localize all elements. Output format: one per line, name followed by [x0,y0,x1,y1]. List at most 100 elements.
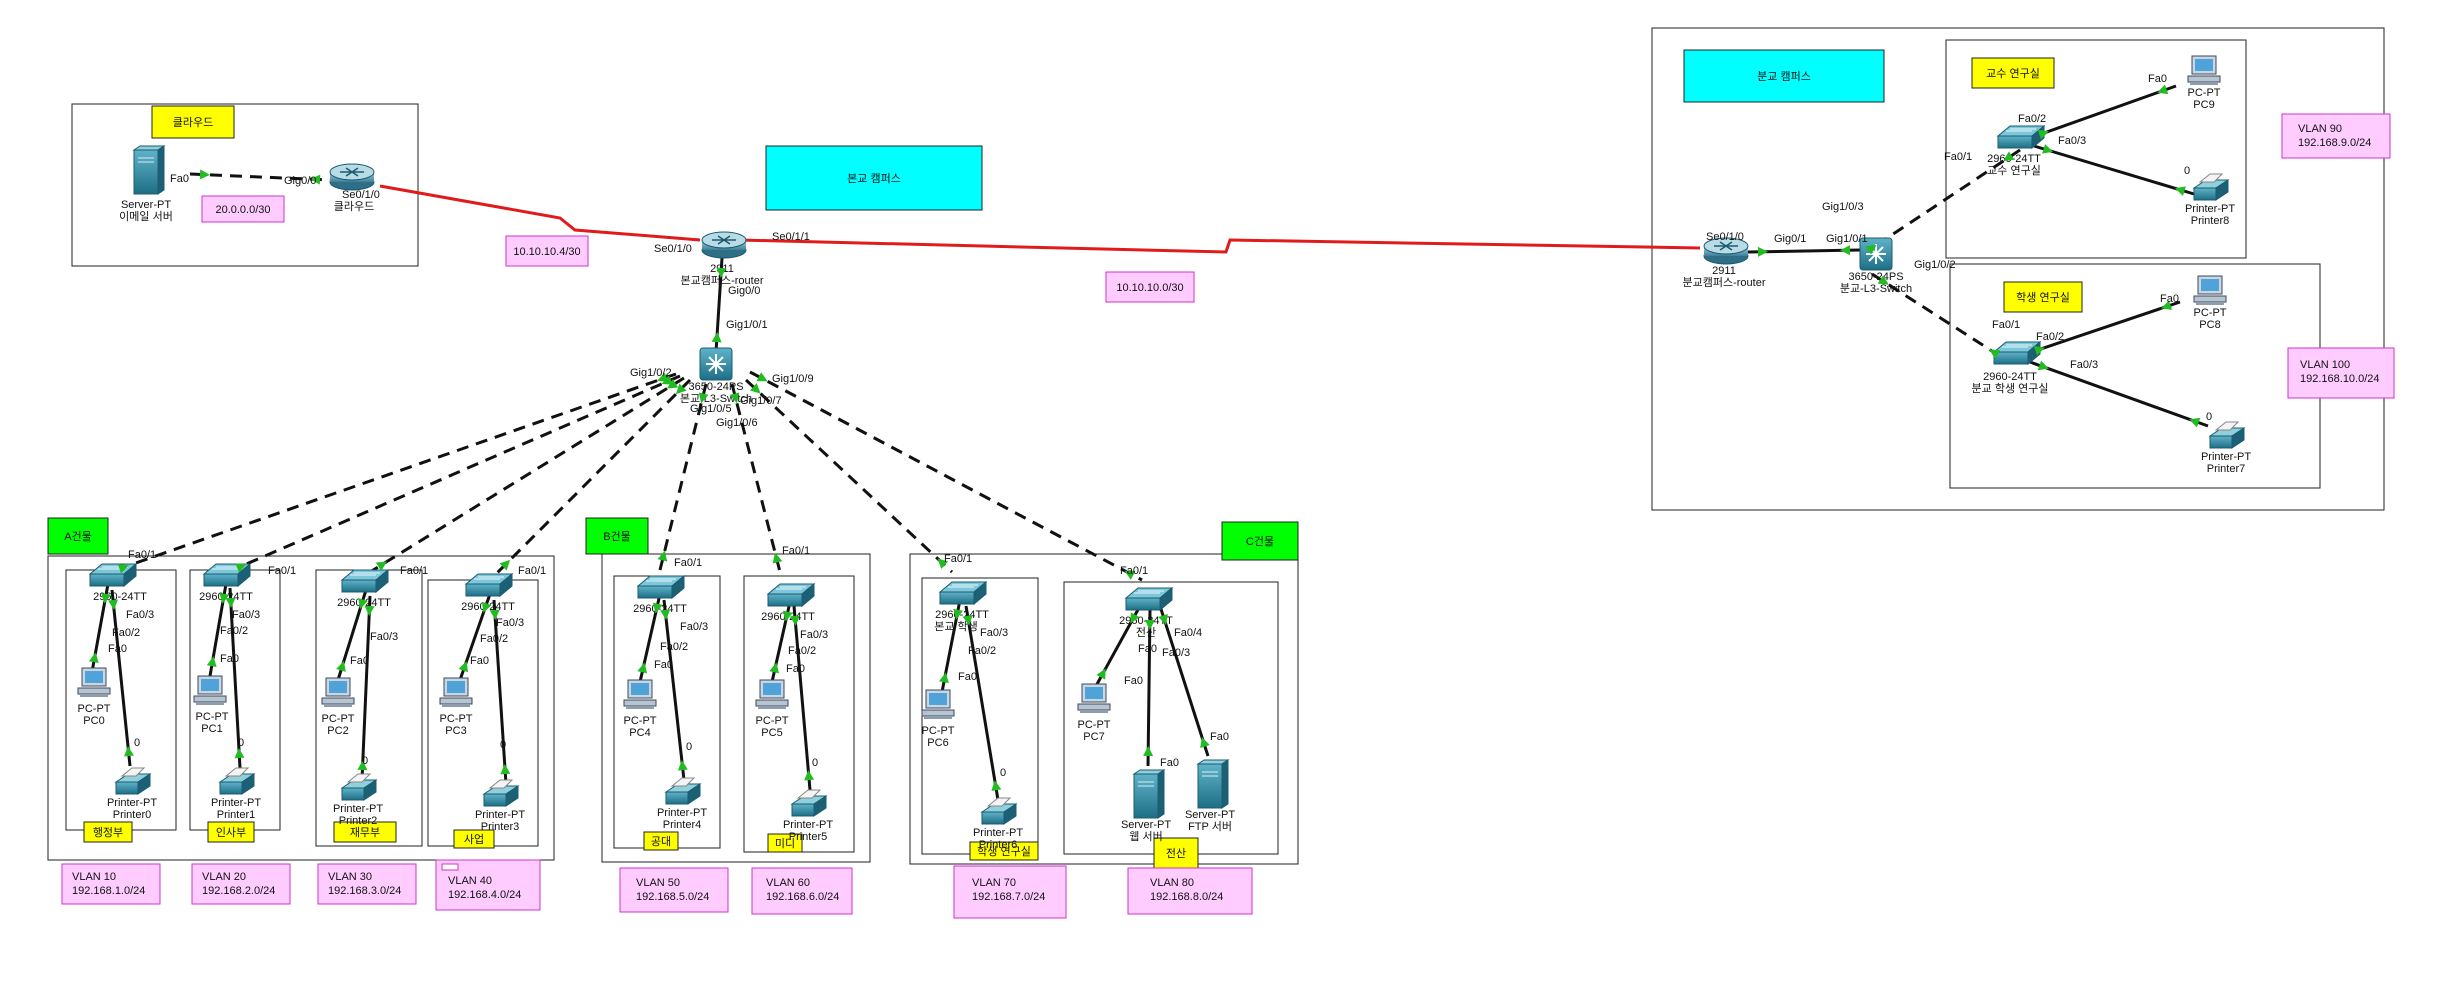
subnet-vlan30: VLAN 30 192.168.3.0/24 [317,863,417,905]
port-label: Se0/1/0 [342,189,380,201]
pc6-name: PC6 [927,737,948,749]
branch-campus-tag: 분교 캠퍼스 [1683,49,1885,103]
sw-stud-model: 2960-24TT [1983,371,2037,383]
port-label: Fa0/2 [112,627,140,639]
printer4[interactable]: Printer-PT Printer4 [657,777,707,831]
pc7-model: PC-PT [1078,719,1111,731]
sw-prof-name: 교수 연구실 [1987,164,2041,177]
link-sw-a2-printer1[interactable] [228,587,242,769]
vlan60-subnet: 192.168.6.0/24 [766,891,839,903]
switch-professor-lab[interactable]: 2960-24TT 교수 연구실 [1987,125,2045,177]
dept-media-tag-text: 미디 [775,837,795,850]
link-sw-prof-pc9[interactable] [2029,84,2177,140]
port-label: Fa0/2 [2036,331,2064,343]
link-up-indicator [804,770,815,781]
link-sw-c2-server-ftp[interactable] [1158,605,1210,757]
printer8-model: Printer-PT [2185,203,2235,215]
link-sw-b2-printer5[interactable] [792,605,812,791]
link-branch-l3-sw-stud[interactable] [1871,272,2007,362]
link-up-indicator [124,746,134,757]
sw-c1-model: 2960-24TT [935,609,989,621]
building-a-tag: A건물 [47,517,109,555]
printer2[interactable]: Printer-PT Printer2 [333,773,383,827]
link-up-indicator [666,379,679,389]
link-server0-cloud-router[interactable] [189,172,331,182]
link-sw-a1-printer0[interactable] [110,589,132,767]
link-main-l3-sw-b2[interactable] [730,383,782,573]
port-label: 0 [686,741,692,753]
link-sw-a4-printer3[interactable] [492,599,508,785]
dept-it-tag: 전산 [1153,837,1199,869]
printer0[interactable]: Printer-PT Printer0 [107,767,157,821]
subnet-cloud: 20.0.0.0/30 [201,195,285,223]
server-ftp[interactable]: Server-PT FTP 서버 [1185,759,1235,833]
link-sw-a3-printer2[interactable] [360,595,372,781]
link-sw-b1-printer4[interactable] [662,599,686,781]
link-main-l3-sw-c2[interactable] [749,370,1143,582]
printer8[interactable]: Printer-PT Printer8 [2185,173,2235,227]
pc8[interactable]: PC-PT PC8 [2193,275,2227,331]
pc5[interactable]: PC-PT PC5 [755,679,789,739]
port-label: Fa0/1 [1944,151,1972,163]
port-label: Gig1/0/5 [690,403,732,415]
serial-link-main-branch[interactable] [739,238,1701,254]
printer1[interactable]: Printer-PT Printer1 [211,767,261,821]
link-main-l3-sw-c1[interactable] [744,378,954,574]
pc1[interactable]: PC-PT PC1 [193,675,229,735]
link-sw-stud-printer7[interactable] [2029,360,2209,428]
building-c-tag-text: C건물 [1246,535,1274,548]
printer3-model: Printer-PT [475,809,525,821]
link-sw-prof-printer8[interactable] [2033,144,2195,196]
server0[interactable]: Server-PT 이메일 서버 [119,145,173,223]
link-sw-c1-printer6[interactable] [964,605,1000,801]
switch-b1[interactable]: 2960-24TT [633,575,687,615]
link-up-indicator [1877,275,1889,285]
port-label: Se0/1/1 [772,231,810,243]
pc0[interactable]: PC-PT PC0 [77,667,111,727]
link-up-indicator [652,602,663,614]
port-label: Gig1/0/9 [772,373,814,385]
pc9[interactable]: PC-PT PC9 [2187,55,2221,111]
link-sw-stud-pc8[interactable] [2025,300,2181,356]
switch-c1[interactable]: 2960-24TT 본교 학생 [934,581,989,633]
port-label: Fa0/1 [268,565,296,577]
port-label: 0 [2184,165,2190,177]
pc4[interactable]: PC-PT PC4 [623,679,657,739]
pc3[interactable]: PC-PT PC3 [439,677,473,737]
link-main-l3-sw-b1[interactable] [658,383,708,571]
link-main-l3-sw-a4[interactable] [494,378,692,576]
link-up-indicator [772,552,783,564]
link-main-l3-sw-a2[interactable] [227,374,681,574]
printer1-name: Printer1 [217,809,256,821]
printer3[interactable]: Printer-PT Printer3 [475,779,525,833]
link-up-indicator [782,610,793,622]
branch-campus-tag-text: 분교 캠퍼스 [1757,70,1811,83]
pc2[interactable]: PC-PT PC2 [321,677,355,737]
branch-l3-switch[interactable]: 3650-24PS 분교-L3-Switch [1840,237,1912,295]
port-label: Fa0 [2160,293,2179,305]
link-up-indicator [1130,612,1140,624]
link-sw-c2-server-web[interactable] [1146,609,1152,767]
pc7[interactable]: PC-PT PC7 [1077,683,1111,743]
link-main-l3-sw-a3[interactable] [369,376,685,574]
branch-router[interactable]: 2911 분교캠퍼스-router [1683,237,1766,289]
link-up-indicator [108,599,118,610]
server-web[interactable]: Server-PT 웹 서버 [1121,769,1171,843]
sw-prof-model: 2960-24TT [1987,153,2041,165]
link-up-indicator [499,559,511,571]
link-up-indicator [117,563,129,574]
printer6[interactable]: Printer-PT Printer6 [973,797,1023,851]
pc6-model: PC-PT [922,725,955,737]
port-label: Fa0 [220,653,239,665]
printer5[interactable]: Printer-PT Printer5 [783,789,833,843]
pc6[interactable]: PC-PT PC6 [921,689,955,749]
vlan40-name: VLAN 40 [448,875,492,887]
printer7[interactable]: Printer-PT Printer7 [2201,421,2251,475]
link-up-indicator [1096,668,1106,680]
link-up-indicator [637,662,648,674]
serial-link-cloud-main[interactable] [379,184,701,242]
pc2-model: PC-PT [322,713,355,725]
cloud-router[interactable]: 클라우드 [329,163,375,213]
subnet-wan1: 10.10.10.4/30 [505,235,589,267]
switch-student-lab[interactable]: 2960-24TT 분교 학생 연구실 [1972,341,2049,395]
